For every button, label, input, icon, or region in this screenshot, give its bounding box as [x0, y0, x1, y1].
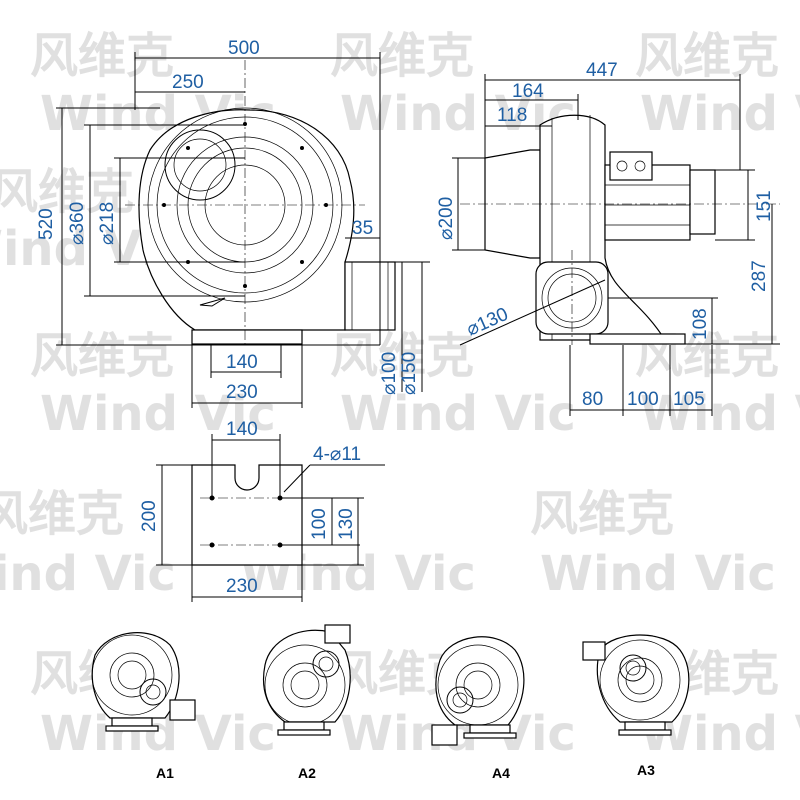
dim-length-overall: 447: [586, 60, 618, 81]
label-a1: A1: [156, 765, 174, 781]
label-a3: A3: [637, 762, 655, 778]
orientation-a2: A2: [262, 624, 351, 781]
dim-plate-depth: 200: [139, 500, 160, 532]
dim-base-3: 105: [673, 389, 705, 410]
dim-outlet-height: 108: [690, 308, 711, 340]
dim-base-2: 100: [627, 389, 659, 410]
dim-width-center: 250: [172, 72, 204, 93]
dim-outlet-offset: 35: [352, 218, 373, 239]
dim-inlet-depth-2: 118: [497, 105, 527, 126]
side-dimensions: 447 164 118 ⌀200 151 287 108 ⌀130 80 100…: [436, 60, 780, 416]
label-a2: A2: [298, 765, 316, 781]
base-plate-view: [191, 464, 303, 566]
front-dimensions: 500 250 520 ⌀360 ⌀218 35 140 230 ⌀100 ⌀1…: [36, 38, 430, 408]
dim-hole-span-y: 130: [336, 508, 357, 540]
watermark-en: Wind Vic: [640, 386, 800, 442]
watermark-cn: 风维克: [30, 328, 174, 384]
dim-base-inner: 140: [226, 352, 258, 373]
dim-inlet-diameter: ⌀200: [436, 197, 457, 240]
dim-center-height: 287: [749, 260, 770, 292]
dim-inlet-depth-1: 164: [512, 81, 544, 102]
dim-outlet-outer: ⌀150: [399, 352, 420, 395]
dim-base-outer: 230: [226, 382, 258, 403]
watermark-cn: 风维克: [330, 28, 474, 84]
orientation-a3: A3: [582, 634, 690, 778]
dim-outlet-diameter: ⌀130: [463, 304, 511, 341]
label-a4: A4: [492, 765, 510, 781]
dim-outlet-inner: ⌀100: [379, 352, 400, 395]
mount-hole: [209, 542, 215, 548]
dim-diameter-inlet: ⌀218: [97, 202, 118, 245]
dim-holes: 4-⌀11: [313, 444, 361, 465]
watermark-en: Wind Vic: [340, 86, 576, 142]
watermark-cn: 风维克: [0, 486, 124, 542]
dim-diameter-housing: ⌀360: [67, 202, 88, 245]
front-view: [125, 60, 396, 345]
watermark-en: Wind Vic: [340, 386, 576, 442]
base-plate-dimensions: 140 4-⌀11 200 100 130 230: [139, 419, 385, 602]
dim-hole-spacing-y: 100: [309, 508, 330, 540]
watermark-cn: 风维克: [30, 28, 174, 84]
watermark-cn: 风维克: [530, 486, 674, 542]
watermark-layer: 风维克 风维克 风维克 Wind Vic Wind Vic Wind Vic 风…: [0, 28, 800, 762]
dim-plate-width: 230: [226, 576, 258, 597]
dim-height-overall: 520: [36, 208, 57, 240]
watermark-en: Wind Vic: [640, 86, 800, 142]
dim-base-1: 80: [582, 389, 603, 410]
dim-motor-height: 151: [754, 190, 775, 222]
side-view: [460, 114, 780, 345]
watermark-cn: 风维克: [0, 164, 134, 220]
watermark-en: Wind Vic: [40, 386, 276, 442]
watermark-en: Wind Vic: [540, 546, 776, 602]
watermark-cn: 风维克: [635, 28, 779, 84]
orientation-a1: A1: [91, 632, 196, 781]
dim-hole-spacing-x: 140: [226, 419, 258, 440]
orientation-a4: A4: [431, 636, 525, 781]
watermark-en: Wind Vic: [0, 546, 176, 602]
dim-width-overall: 500: [228, 38, 260, 59]
